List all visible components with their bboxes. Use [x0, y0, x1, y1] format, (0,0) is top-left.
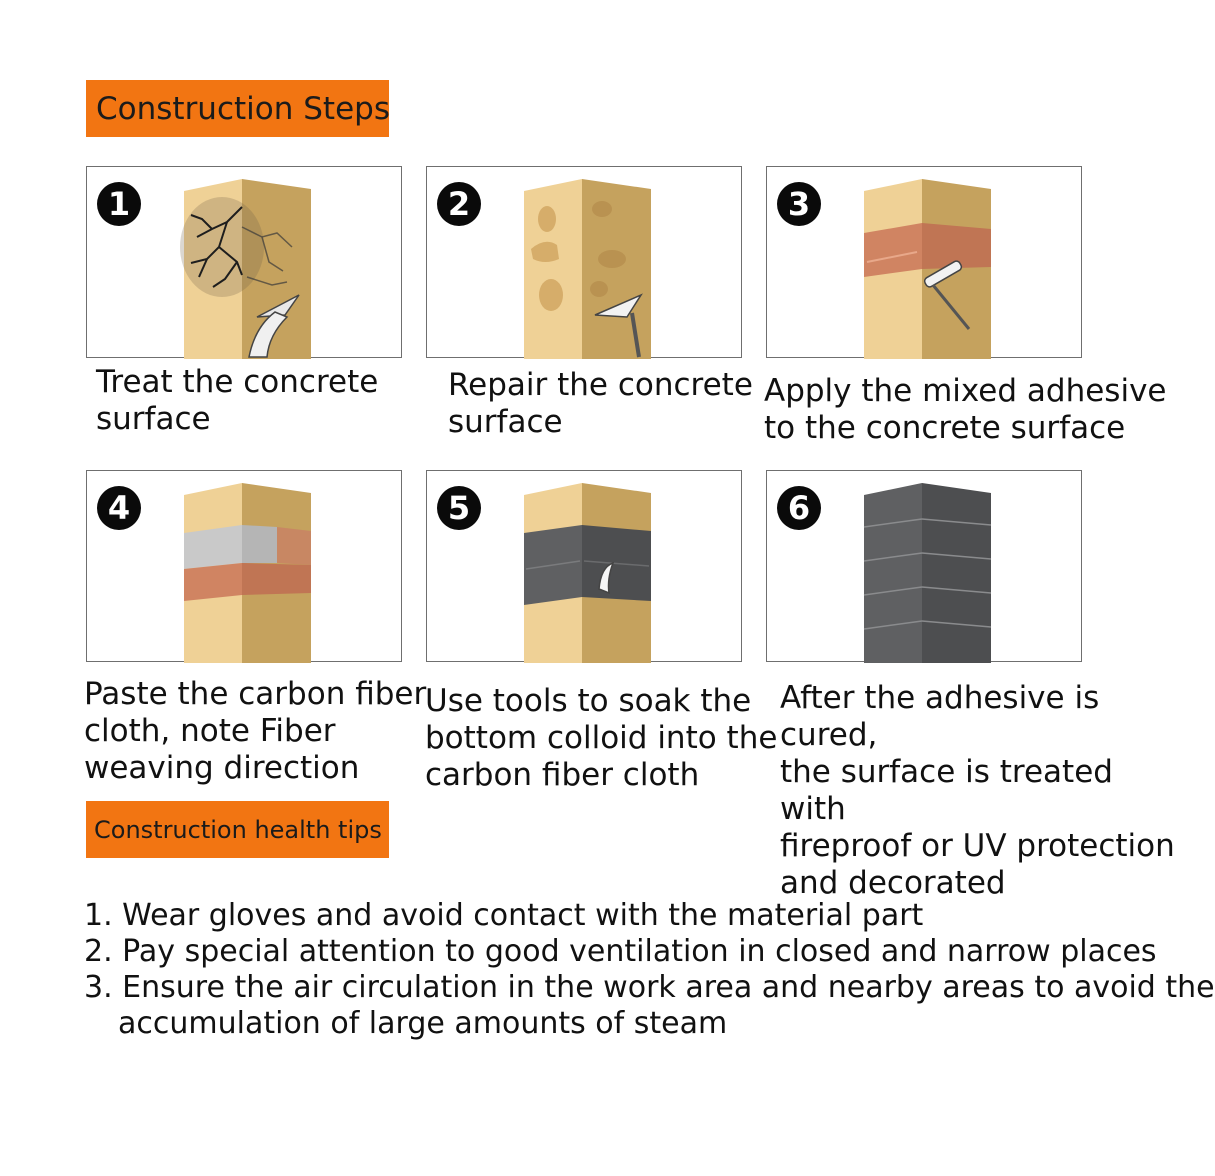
- step-6-panel: 6: [766, 470, 1082, 663]
- health-tips-banner: Construction health tips: [86, 801, 389, 858]
- step-6-caption: After the adhesive is cured, the surface…: [780, 680, 1175, 901]
- construction-steps-title: Construction Steps: [96, 90, 390, 127]
- step-1-number-badge: 1: [97, 182, 141, 226]
- health-tips-title: Construction health tips: [94, 815, 382, 844]
- step-3-panel: 3: [766, 166, 1082, 359]
- step-4-panel: 4: [86, 470, 402, 663]
- step-2-panel: 2: [426, 166, 742, 359]
- step-5-panel: 5: [426, 470, 742, 663]
- step-3-number-badge: 3: [777, 182, 821, 226]
- tip-item: 1. Wear gloves and avoid contact with th…: [84, 898, 924, 933]
- step-4-caption: Paste the carbon fiber cloth, note Fiber…: [84, 676, 427, 786]
- step-2-number-badge: 2: [437, 182, 481, 226]
- step-2-caption: Repair the concrete surface: [448, 367, 753, 440]
- health-tips-list: 1. Wear gloves and avoid contact with th…: [84, 898, 1215, 1042]
- wrapped-column-icon: [863, 483, 992, 663]
- step-5-number-badge: 5: [437, 486, 481, 530]
- step-5-caption: Use tools to soak the bottom colloid int…: [425, 683, 778, 793]
- scraper-soak-column-icon: [524, 483, 651, 663]
- tip-item-continuation: accumulation of large amounts of steam: [118, 1006, 728, 1041]
- patched-concrete-column-icon: [524, 179, 651, 359]
- adhesive-roller-column-icon: [864, 179, 991, 359]
- step-6-number-badge: 6: [777, 486, 821, 530]
- tip-item: 2. Pay special attention to good ventila…: [84, 934, 1157, 969]
- tip-item: 3. Ensure the air circulation in the wor…: [84, 970, 1215, 1005]
- cracked-concrete-column-icon: [180, 179, 311, 359]
- step-3-caption: Apply the mixed adhesive to the concrete…: [764, 373, 1167, 446]
- step-4-number-badge: 4: [97, 486, 141, 530]
- step-1-panel: 1: [86, 166, 402, 359]
- fiber-cloth-wrap-column-icon: [184, 483, 311, 663]
- construction-steps-banner: Construction Steps: [86, 80, 390, 137]
- step-1-caption: Treat the concrete surface: [96, 364, 379, 437]
